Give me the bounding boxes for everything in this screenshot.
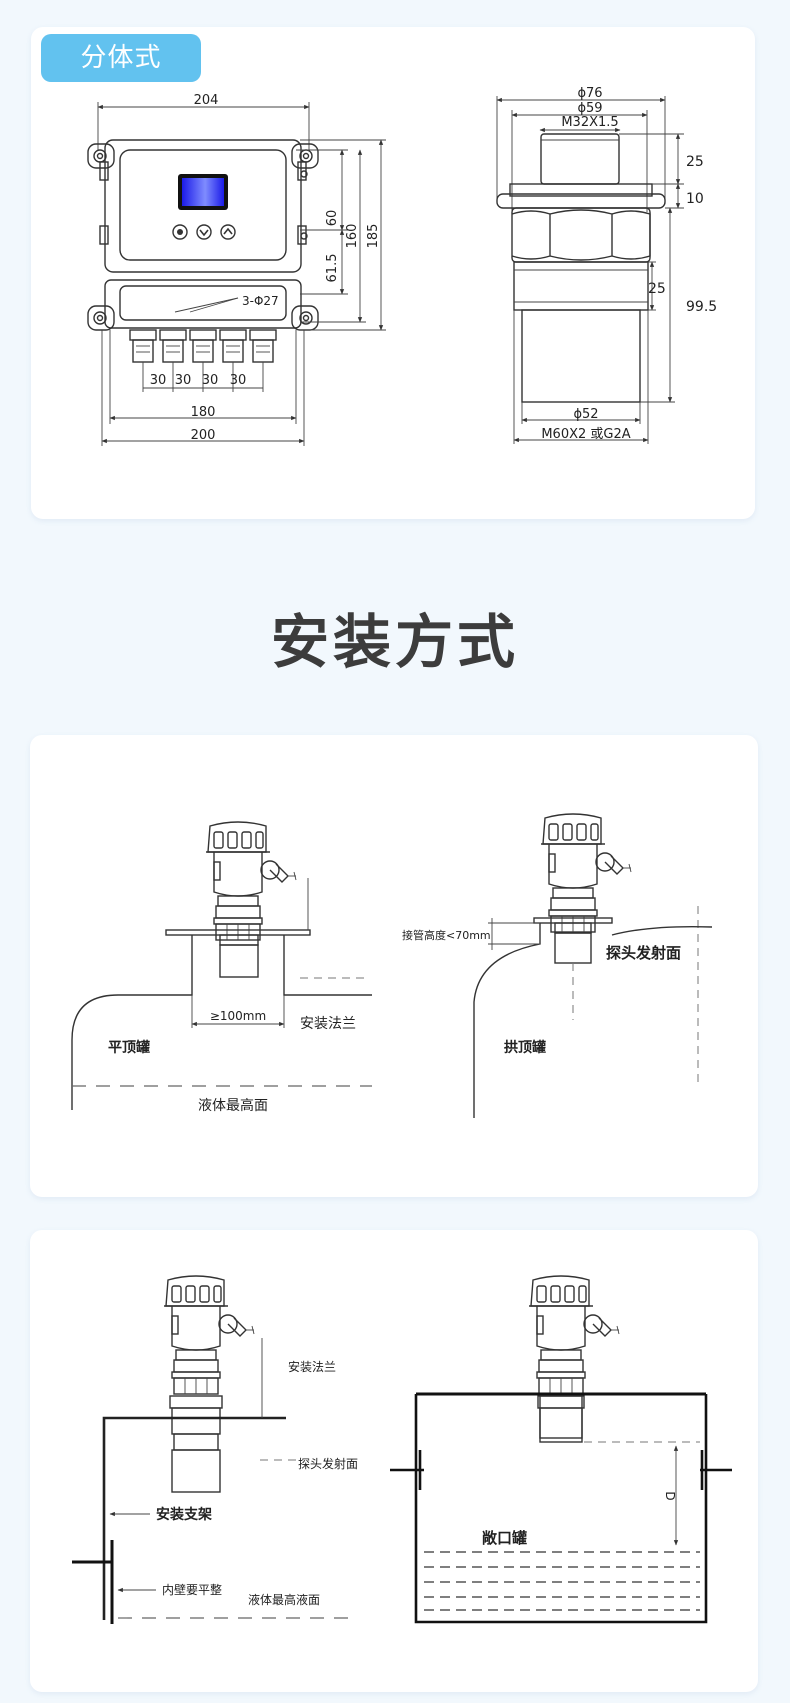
bracket-label: 安装支架 (156, 1506, 212, 1523)
pipe-height-label: 接管高度<70mm (402, 928, 491, 942)
dim-d52: ϕ52 (573, 407, 598, 422)
lcd-display (182, 178, 224, 206)
open-tank-label: 敞口罐 (482, 1529, 527, 1547)
dim-d76: ϕ76 (577, 86, 602, 101)
spacing-1: 30 (150, 373, 167, 388)
dim-25-mid: 25 (648, 281, 666, 297)
down-button-icon (196, 224, 212, 240)
spacing-4: 30 (230, 373, 247, 388)
housing-drawing: 204 (87, 93, 386, 446)
probe-face-label-1: 探头发射面 (606, 944, 681, 962)
split-type-tag: 分体式 (41, 34, 201, 82)
dome-top-tank-diagram: 接管高度<70mm 探头发射面 拱顶罐 (402, 813, 713, 1118)
liquid-max-label-1: 液体最高面 (198, 1097, 268, 1114)
probe-face-label-2: 探头发射面 (298, 1456, 358, 1471)
dim-25-top: 25 (686, 154, 704, 170)
thread-bottom: M60X2 或G2A (541, 427, 630, 442)
dim-61-5: 61.5 (325, 254, 340, 283)
flange-label-2: 安装法兰 (288, 1359, 336, 1374)
install-card-2 (30, 1230, 758, 1692)
dim-d59: ϕ59 (577, 101, 602, 116)
install-card-1 (30, 735, 758, 1197)
dim-10: 10 (686, 191, 704, 207)
flat-tank-label: 平顶罐 (108, 1039, 150, 1056)
dim-200: 200 (191, 428, 216, 443)
liquid-max-label-2: 液体最高液面 (248, 1592, 320, 1607)
bracket-install-diagram: 安装法兰 探头发射面 安装支架 内壁要平整 液体最高液面 (72, 1275, 358, 1624)
open-tank-diagram: D 敞口罐 (390, 1275, 732, 1624)
dome-tank-label: 拱顶罐 (504, 1039, 546, 1056)
menu-button-icon (172, 224, 188, 240)
distance-d-label: D (663, 1491, 677, 1500)
flat-top-tank-diagram: ≥100mm 安装法兰 平顶罐 液体最高面 (71, 821, 372, 1114)
dim-185: 185 (366, 224, 381, 249)
dim-99-5: 99.5 (686, 299, 717, 315)
installation-title: 安装方式 (270, 608, 519, 676)
spacing-2: 30 (175, 373, 192, 388)
flange-label-1: 安装法兰 (300, 1016, 356, 1032)
wall-label: 内壁要平整 (162, 1582, 222, 1597)
thread-top: M32X1.5 (561, 115, 618, 130)
up-button-icon (220, 224, 236, 240)
probe-drawing: ϕ76 ϕ59 M32X1.5 25 10 25 (496, 86, 717, 444)
dim-204: 204 (194, 93, 219, 108)
dim-160: 160 (345, 224, 360, 249)
min-offset-label: ≥100mm (210, 1009, 266, 1023)
dim-60: 60 (325, 210, 340, 227)
spacing-3: 30 (202, 373, 219, 388)
dim-180: 180 (191, 405, 216, 420)
holes-label: 3-Φ27 (242, 294, 279, 308)
